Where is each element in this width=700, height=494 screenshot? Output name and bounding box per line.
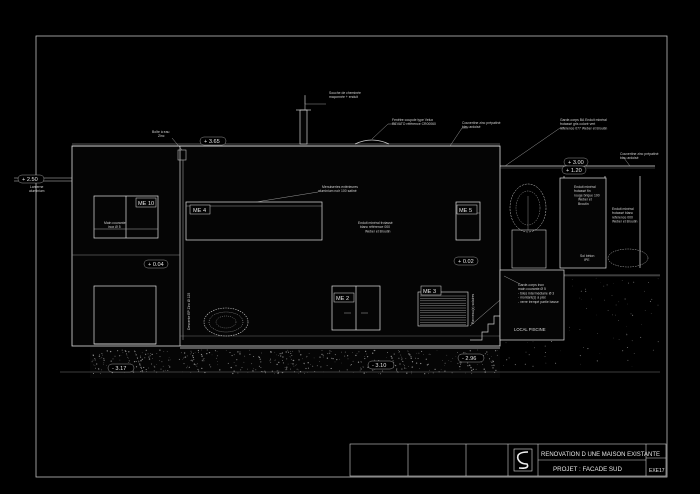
note-chimney: Souche de cheminée maçonnée + enduit [329,91,362,99]
note-railing: Garde-corps inox main courante Ø 5 - tôl… [518,283,559,304]
logo-mark [513,448,533,472]
note-sidewall: Garde-corps BA Enduit minéral frotassé g… [560,118,608,130]
note-window-left: Main courante inox Ø 5 [104,221,126,229]
note-rail-left: Lanterne aluminium [29,185,45,193]
note-local: LOCAL PISCINE [514,327,546,332]
title-block [349,443,667,477]
potted-tree [509,183,547,269]
note-render-wall: Enduit minéral frotassé fin rouge brique… [574,185,601,206]
level-ground-left: - 3.17 [112,366,126,372]
window-me3 [417,291,469,327]
stair-railing [469,269,565,341]
note-roof-flashing: Couvertine zinc prépatiné bleu ardoisé [462,121,501,129]
title-sheet-name: PROJET : FACADE SUD [553,466,623,473]
note-joinery: Menuiseries extérieures aluminium noir 1… [318,185,359,193]
note-vertical-tag: Panneau(x) solaires [471,294,475,324]
level-base-mid: - 3.10 [372,363,386,369]
note-render-main: Enduit minéral frotassé blanc référence … [358,221,394,233]
extension [500,165,655,269]
note-render-ext: Enduit minéral frotassé blanc référence … [612,207,637,224]
sheet-frame [35,35,668,478]
leader-lines [171,96,631,285]
note-gutter: Boîte à eau Zinc [152,130,170,138]
skylight [354,139,390,145]
chimney [296,95,311,145]
window-me2 [331,285,381,331]
tag-me5: ME 5 [459,208,472,214]
note-skylight: Fenêtre coupole type Velux REVATO référe… [392,118,436,126]
level-base-right: - 2.96 [462,356,476,362]
tag-me3: ME 3 [423,289,436,295]
planter-right [607,248,649,268]
tag-me2: ME 2 [336,296,349,302]
door-left [93,285,157,345]
level-left-rail: + 2.50 [22,177,38,183]
title-code: EXE [649,468,660,474]
note-slab: Sol béton IPE [580,254,595,262]
level-ridge: + 3.65 [204,139,220,145]
level-terrace-rail: + 1.20 [566,168,582,174]
level-upper-floor: + 0.04 [148,262,164,268]
tag-me4: ME 4 [193,208,206,214]
tag-me10: ME 10 [138,201,154,207]
note-extension-flashing: Couvertine zinc prépatiné bleu ardoisé [620,152,659,160]
title-sheet-number: 17 [659,468,665,474]
level-ground: + 0.02 [458,259,474,265]
shrub [203,307,249,337]
title-project-name: RENOVATION D UNE MAISON EXISTANTE [541,452,660,458]
note-downpipe: Descente EP Zinc Ø 125 [187,293,191,330]
level-extension-top: + 3.00 [568,160,584,166]
